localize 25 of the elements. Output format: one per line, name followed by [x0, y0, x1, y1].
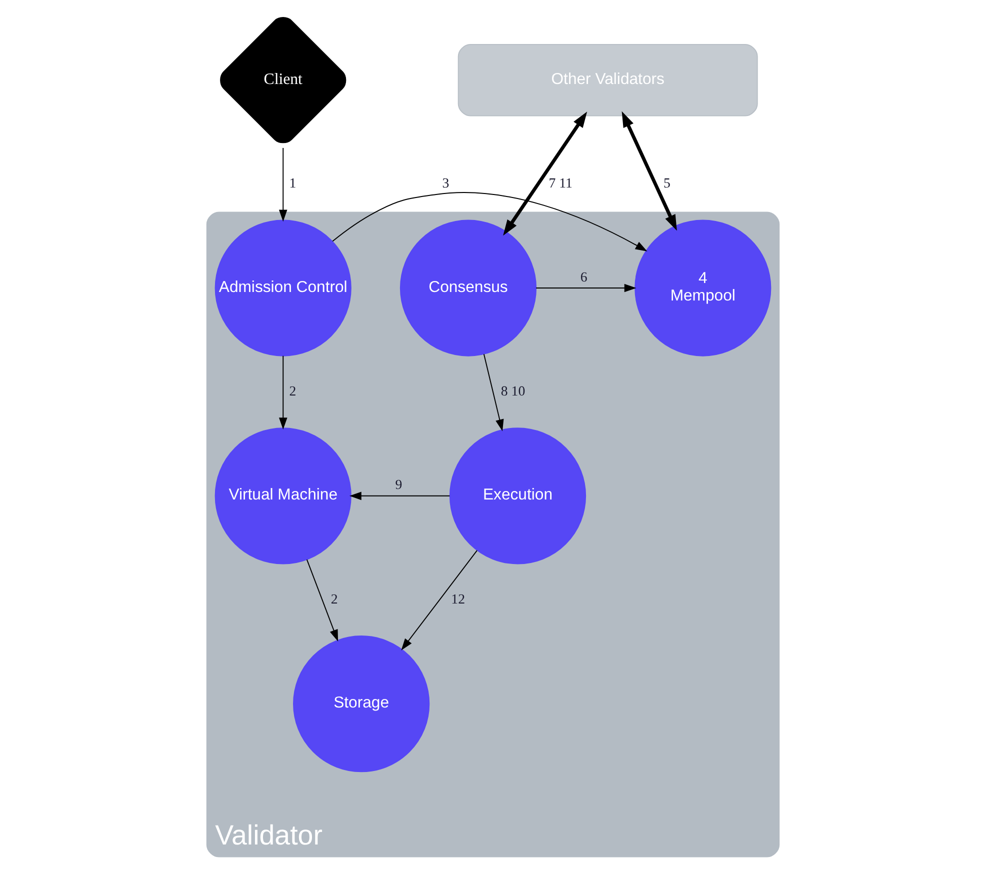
edge-label: 9 — [394, 477, 402, 492]
arrow — [278, 355, 287, 430]
arrow — [535, 284, 636, 292]
edge-label: 7 11 — [548, 176, 572, 191]
arrow — [348, 492, 450, 500]
arrow — [482, 354, 504, 432]
arrow — [332, 192, 647, 252]
arrow — [278, 147, 287, 222]
node-circle: Virtual Machine — [214, 428, 351, 564]
edge-label: 8 10 — [500, 384, 525, 399]
node-circle: Execution — [448, 428, 586, 564]
edge-label: 2 — [288, 384, 296, 399]
arrow — [502, 112, 587, 236]
edge-label: 1 — [288, 176, 296, 191]
edge-label: 12 — [450, 592, 465, 607]
edge-label: 2 — [330, 592, 338, 607]
arrow — [400, 550, 478, 650]
edge-label: 5 — [663, 176, 670, 191]
arrow — [621, 111, 676, 231]
node-box: Other Validators — [457, 44, 758, 116]
node-circle: Admission Control — [214, 220, 351, 356]
arrow — [306, 559, 338, 642]
node-circle: Storage — [292, 636, 430, 772]
edge-label: 6 — [580, 269, 587, 284]
edge-label: 3 — [442, 176, 449, 191]
